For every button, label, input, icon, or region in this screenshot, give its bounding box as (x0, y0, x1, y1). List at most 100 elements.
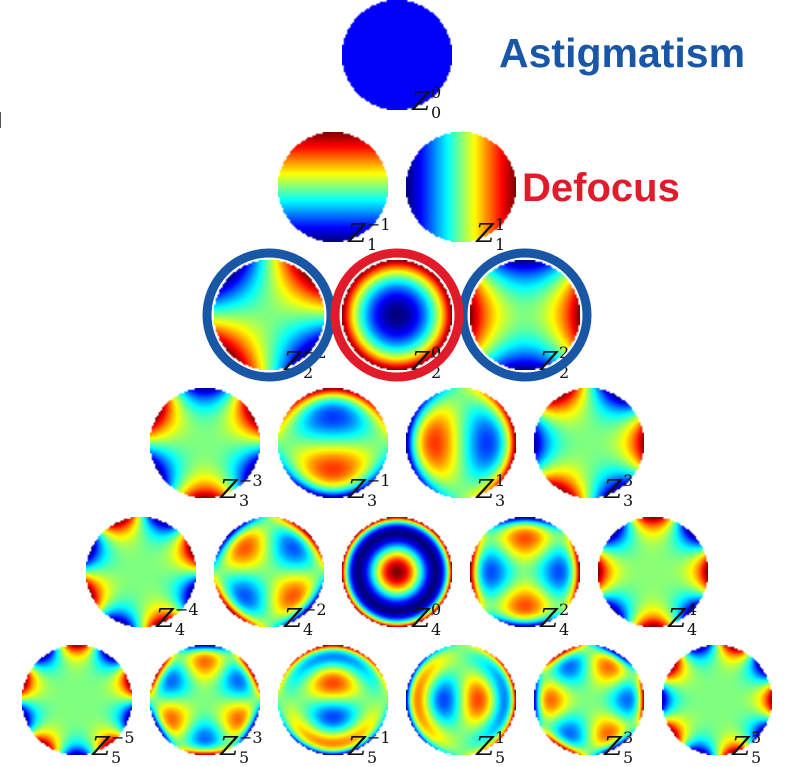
mode-label-sub: 3 (239, 491, 249, 510)
zernike-mode-5-neg5: Z−55 (22, 645, 135, 767)
mode-label-sup: −3 (239, 471, 263, 490)
mode-label-sub: 5 (367, 748, 377, 767)
zernike-disc (150, 388, 260, 498)
zernike-disc (534, 388, 644, 498)
mode-label-sub: 5 (623, 748, 633, 767)
zernike-disc (342, 0, 452, 110)
mode-label-sup: 4 (687, 600, 697, 619)
mode-label-sub: 3 (367, 491, 377, 510)
mode-label-sup: 2 (559, 343, 569, 362)
mode-label-sup: −4 (175, 600, 199, 619)
mode-label-base: Z (155, 604, 175, 634)
zernike-disc (470, 517, 580, 627)
mode-label-base: Z (347, 475, 367, 505)
zernike-mode-4-neg2: Z−24 (214, 517, 327, 639)
zernike-mode-5-neg1: Z−15 (278, 645, 391, 767)
mode-label-sub: 2 (303, 363, 313, 382)
zernike-disc (598, 517, 708, 627)
mode-label-sub: 4 (687, 620, 697, 639)
mode-label-sup: 0 (431, 343, 441, 362)
mode-label-sub: 0 (431, 103, 441, 122)
mode-label-base: Z (347, 219, 367, 249)
zernike-disc (662, 645, 772, 755)
mode-label-base: Z (219, 732, 239, 762)
zernike-disc (534, 645, 644, 755)
mode-label-base: Z (475, 219, 495, 249)
mode-label-sup: 1 (495, 215, 505, 234)
mode-label-sub: 5 (751, 748, 761, 767)
mode-label-sup: −1 (367, 471, 391, 490)
edge-mark (0, 112, 5, 128)
zernike-mode-5-neg3: Z−35 (150, 645, 263, 767)
mode-label-sub: 5 (239, 748, 249, 767)
mode-label-base: Z (603, 475, 623, 505)
zernike-disc (406, 645, 516, 755)
astigmatism-annotation: Astigmatism (499, 30, 746, 76)
mode-label-base: Z (603, 732, 623, 762)
mode-label-sub: 4 (175, 620, 185, 639)
mode-label-sup: −2 (303, 600, 327, 619)
mode-label-base: Z (475, 475, 495, 505)
zernike-disc (342, 517, 452, 627)
mode-label-base: Z (731, 732, 751, 762)
mode-label-sup: 3 (623, 471, 633, 490)
zernike-disc (214, 260, 324, 370)
mode-label-base: Z (91, 732, 111, 762)
mode-label-sub: 3 (623, 491, 633, 510)
mode-label-sub: 2 (559, 363, 569, 382)
mode-label-base: Z (411, 604, 431, 634)
mode-label-base: Z (283, 604, 303, 634)
mode-label-sub: 4 (303, 620, 313, 639)
mode-label-sup: −1 (367, 215, 391, 234)
mode-label-sup: −3 (239, 728, 263, 747)
mode-label-base: Z (347, 732, 367, 762)
zernike-disc (86, 517, 196, 627)
mode-label-sup: 5 (751, 728, 761, 747)
zernike-disc (278, 388, 388, 498)
zernike-disc (342, 260, 452, 370)
mode-label-sub: 4 (559, 620, 569, 639)
zernike-disc (214, 517, 324, 627)
mode-label-sub: 2 (431, 363, 441, 382)
mode-label-base: Z (475, 732, 495, 762)
mode-label-sup: 1 (495, 728, 505, 747)
zernike-disc (278, 645, 388, 755)
zernike-mode-4-neg4: Z−44 (86, 517, 199, 639)
zernike-disc (406, 388, 516, 498)
defocus-annotation: Defocus (522, 166, 680, 210)
zernike-disc (406, 132, 516, 242)
mode-label-sup: 2 (559, 600, 569, 619)
mode-label-base: Z (539, 604, 559, 634)
mode-label-base: Z (219, 475, 239, 505)
zernike-mode-1-neg1: Z−11 (278, 132, 391, 254)
mode-label-base: Z (667, 604, 687, 634)
mode-label-sup: 0 (431, 83, 441, 102)
mode-label-sub: 5 (495, 748, 505, 767)
mode-label-sub: 5 (111, 748, 121, 767)
mode-label-sub: 1 (367, 235, 377, 254)
zernike-mode-3-neg1: Z−13 (278, 388, 391, 510)
mode-label-sup: 3 (623, 728, 633, 747)
defocus-ring (330, 248, 464, 382)
zernike-disc (278, 132, 388, 242)
mode-label-sup: −5 (111, 728, 135, 747)
mode-label-sub: 4 (431, 620, 441, 639)
mode-label-sup: 1 (495, 471, 505, 490)
mode-label-sup: −1 (367, 728, 391, 747)
mode-label-sup: 0 (431, 600, 441, 619)
mode-label-sub: 3 (495, 491, 505, 510)
zernike-disc (470, 260, 580, 370)
mode-label-sub: 1 (495, 235, 505, 254)
